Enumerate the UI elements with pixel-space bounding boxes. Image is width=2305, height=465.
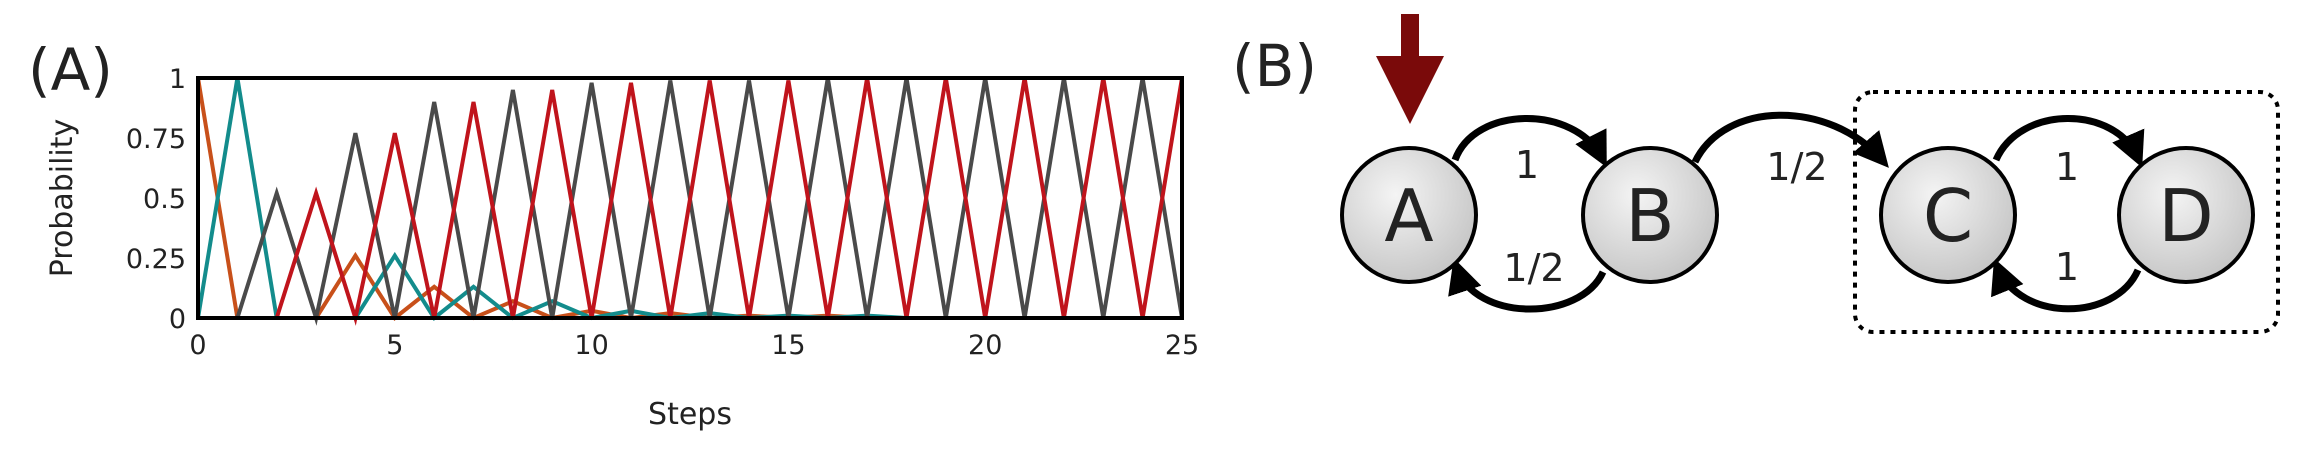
x-tick-label: 15 (771, 330, 805, 361)
node-c-label: C (1923, 174, 1973, 258)
x-tick-label: 20 (968, 330, 1002, 361)
y-axis-title: Probability (45, 119, 80, 278)
node-a-label: A (1384, 174, 1433, 258)
node-d-label: D (2158, 174, 2213, 258)
edge-a-to-b (1451, 115, 1607, 168)
series-line-4 (198, 77, 1184, 326)
x-axis-title: Steps (648, 397, 732, 432)
edge-d-to-c (1991, 258, 2142, 313)
closed-class-box (1853, 90, 2280, 334)
markov-chain-diagram: 1 1/2 1/2 1 1 A B C D (1340, 14, 2280, 334)
x-tick-label: 5 (386, 330, 403, 361)
node-b-label: B (1625, 174, 1674, 258)
node-b: B (1581, 146, 1719, 284)
edge-b-to-a (1448, 258, 1607, 313)
y-tick-label: 1 (169, 64, 186, 95)
plot-frame (196, 76, 1184, 320)
y-tick-label: 0.75 (126, 124, 186, 155)
edge-label-c-to-d: 1 (2055, 145, 2079, 189)
y-tick-label: 0.25 (126, 244, 186, 275)
node-a: A (1340, 146, 1478, 284)
y-ticks: 0 0.25 0.5 0.75 1 (126, 64, 186, 335)
series-layer (196, 77, 1184, 326)
edge-label-b-to-c: 1/2 (1766, 145, 1827, 189)
y-tick-label: 0 (169, 304, 186, 335)
node-d: D (2117, 146, 2255, 284)
node-c: C (1879, 146, 2017, 284)
edge-b-to-c (1691, 111, 1889, 168)
edge-label-b-to-a: 1/2 (1503, 246, 1564, 290)
x-tick-label: 25 (1165, 330, 1199, 361)
start-arrow (1376, 14, 1444, 124)
panel-a-label: (A) (28, 36, 113, 104)
panel-b-label: (B) (1232, 32, 1317, 100)
probability-chart: 0 5 10 15 20 25 0 0.25 0.5 0.75 1 Steps Probabili… (45, 64, 1199, 432)
x-ticks: 0 5 10 15 20 25 (189, 330, 1199, 361)
edge-c-to-d (1992, 115, 2145, 168)
edge-label-d-to-c: 1 (2055, 245, 2079, 289)
y-tick-label: 0.5 (143, 184, 186, 215)
x-tick-label: 0 (189, 330, 206, 361)
edge-label-a-to-b: 1 (1515, 143, 1539, 187)
x-tick-label: 10 (574, 330, 608, 361)
